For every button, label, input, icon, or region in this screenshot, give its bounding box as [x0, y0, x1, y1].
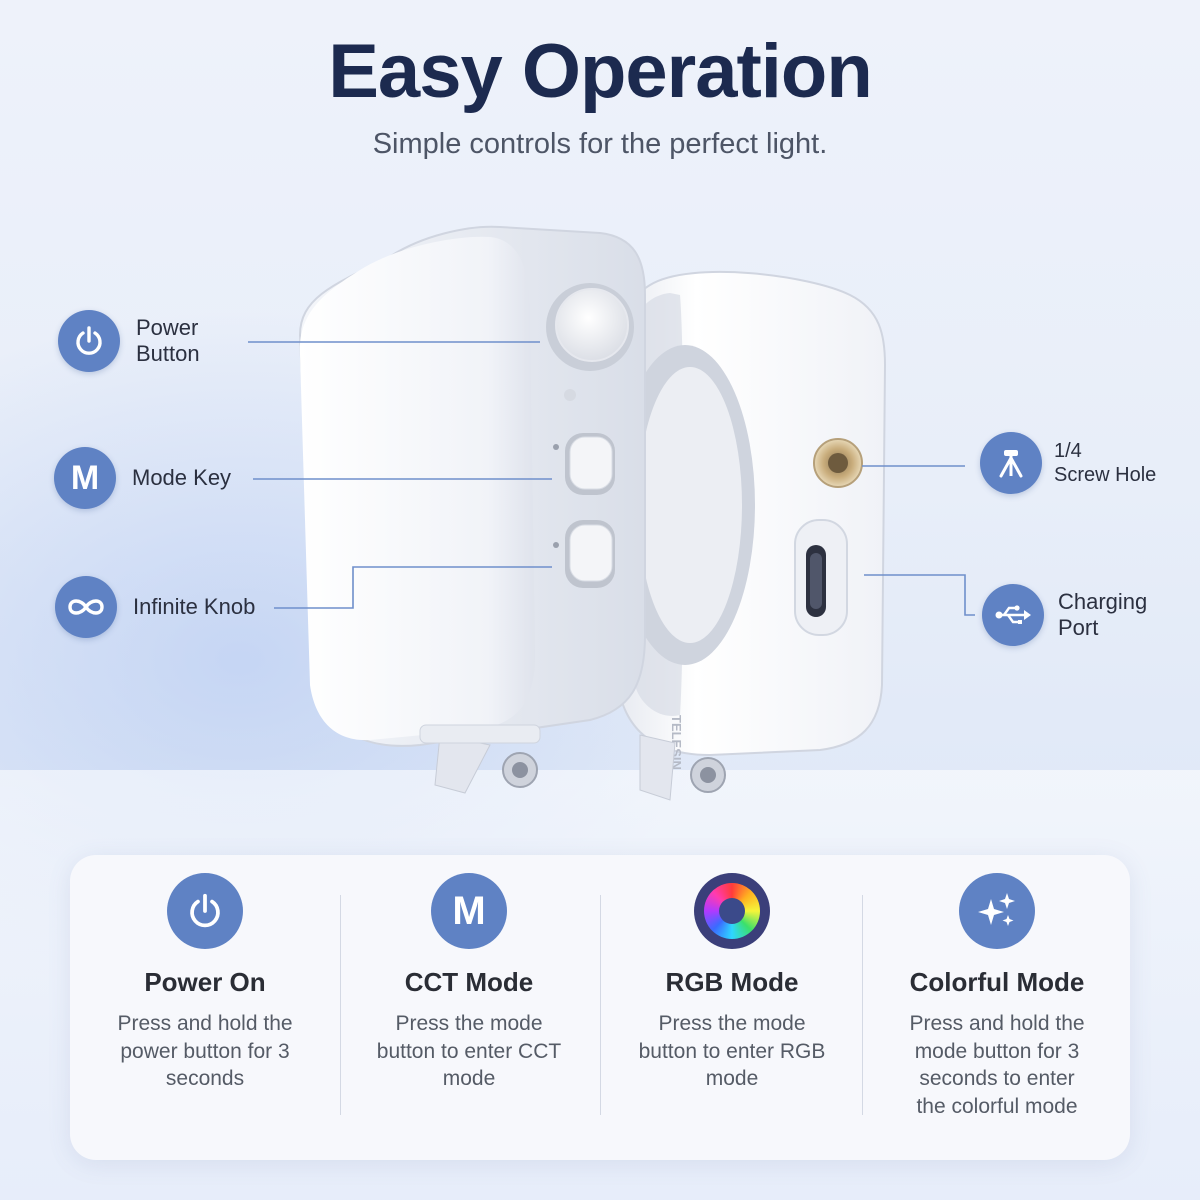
usb-icon	[982, 584, 1044, 646]
page-subtitle: Simple controls for the perfect light.	[372, 128, 828, 160]
screw-callout-line1: 1/4	[1054, 440, 1082, 462]
mode-description: Press and hold the mode button for 3 sec…	[909, 1012, 1085, 1118]
sparkle-icon	[959, 873, 1035, 949]
product-illustration: TELESIN	[298, 225, 887, 801]
tripod-icon	[980, 432, 1042, 494]
power-button-callout: Power Button	[58, 310, 200, 372]
m-letter-icon: M	[54, 447, 116, 509]
mode-title: CCT Mode	[404, 967, 534, 997]
charging-callout-line2: Port	[1058, 615, 1099, 640]
mode-title: Power On	[144, 967, 266, 997]
mode-key-callout: M Mode Key	[54, 447, 231, 509]
mode-key-label: Mode Key	[132, 465, 232, 490]
mode-card-rgb: RGB Mode Press the mode button to enter …	[601, 873, 863, 1093]
mode-card-cct: M CCT Mode Press the mode button to ente…	[338, 873, 600, 1093]
divider	[600, 895, 601, 1115]
rgb-wheel-icon	[694, 873, 770, 949]
modes-panel: Power On Press and hold the power button…	[70, 855, 1130, 1160]
m-letter: M	[70, 458, 100, 497]
mode-description: Press the mode button to enter CCT mode	[376, 1012, 562, 1090]
m-letter-icon: M	[431, 873, 507, 949]
mode-title: Colorful Mode	[909, 967, 1085, 997]
mode-card-colorful: Colorful Mode Press and hold the mode bu…	[866, 873, 1128, 1120]
mode-card-power: Power On Press and hold the power button…	[74, 873, 336, 1093]
infinite-knob-label: Infinite Knob	[133, 594, 256, 619]
divider	[862, 895, 863, 1115]
device-back: TELESIN	[613, 270, 887, 801]
charging-port-callout: Charging Port	[982, 584, 1147, 646]
screw-callout-line2: Screw Hole	[1054, 464, 1157, 486]
power-icon	[58, 310, 120, 372]
mode-description: Press the mode button to enter RGB mode	[638, 1012, 826, 1090]
screw-hole-callout: 1/4 Screw Hole	[980, 432, 1156, 494]
divider	[340, 895, 341, 1115]
power-icon	[167, 873, 243, 949]
mode-description: Press and hold the power button for 3 se…	[117, 1012, 293, 1090]
device-front	[298, 225, 646, 794]
infinite-knob-callout: Infinite Knob	[55, 576, 255, 638]
page-title: Easy Operation	[328, 29, 873, 114]
power-callout-line1: Power	[136, 315, 199, 340]
power-callout-line2: Button	[136, 341, 200, 366]
m-letter: M	[452, 888, 486, 933]
charging-callout-line1: Charging	[1058, 589, 1148, 614]
mode-title: RGB Mode	[665, 967, 799, 997]
infinity-icon	[55, 576, 117, 638]
